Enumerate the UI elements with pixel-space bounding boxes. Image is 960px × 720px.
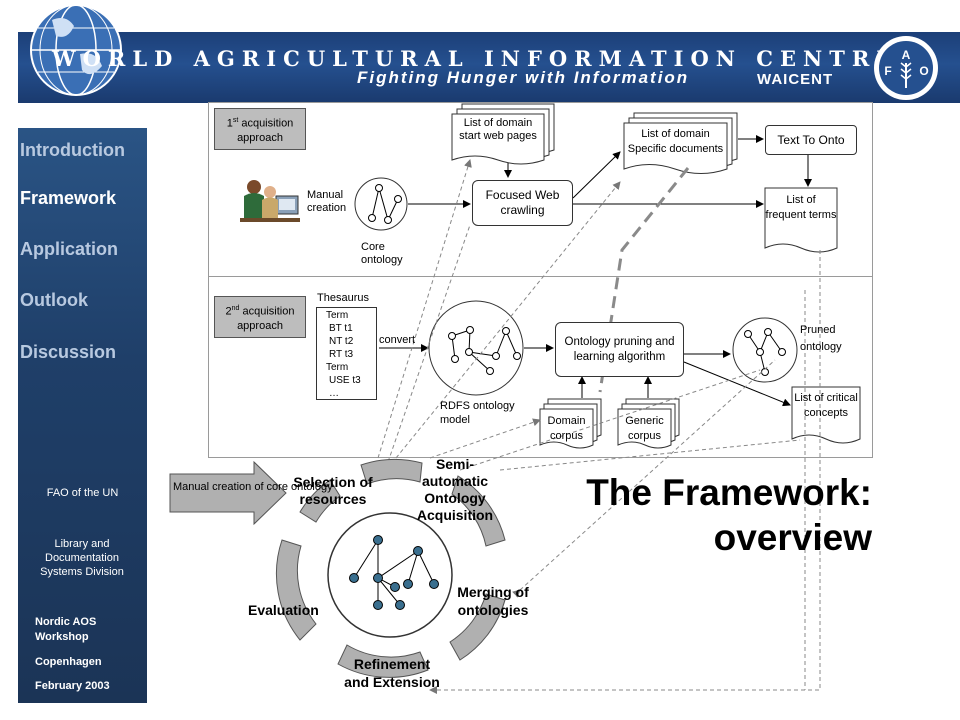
thesaurus-box: Term BT t1 NT t2 RT t3 Term USE t3 … bbox=[316, 307, 377, 400]
generic-corpus-doc bbox=[617, 398, 680, 449]
banner-band bbox=[18, 32, 960, 103]
approach-1-sup: st bbox=[232, 117, 239, 124]
start-pages-label: List of domain start web pages bbox=[459, 117, 537, 142]
rdfs-model-graph bbox=[428, 300, 524, 396]
panel-divider bbox=[208, 276, 873, 277]
sidebar-item-application[interactable]: Application bbox=[20, 239, 118, 259]
approach-1-num: 1 bbox=[226, 117, 233, 130]
sidebar-city: Copenhagen bbox=[35, 656, 102, 668]
waicent-logo: WAICENT bbox=[757, 71, 834, 88]
slide-title: The Framework: overview bbox=[586, 470, 872, 560]
start-pages-doc bbox=[451, 103, 555, 165]
domain-corpus-label: Domain corpus bbox=[547, 415, 586, 442]
approach-2-box: 2nd acquisition approach bbox=[214, 296, 306, 338]
core-ontology-label: Core ontology bbox=[361, 241, 403, 266]
manual-creation-core-label: Manual creation of core ontology bbox=[173, 481, 333, 493]
focused-crawling-box: Focused Web crawling bbox=[472, 180, 573, 226]
thesaurus-line: Term bbox=[326, 362, 349, 373]
domain-corpus-doc bbox=[539, 398, 602, 449]
sidebar-item-introduction[interactable]: Introduction bbox=[20, 140, 125, 160]
svg-text:A: A bbox=[902, 48, 911, 62]
banner-subtitle: Fighting Hunger with Information bbox=[357, 68, 690, 87]
thesaurus-line: BT t1 bbox=[329, 323, 353, 334]
approach-2-num: 2 bbox=[225, 305, 232, 318]
thesaurus-line: … bbox=[329, 388, 339, 399]
pruned-ontology-graph bbox=[732, 317, 798, 383]
banner-title: WORLD AGRICULTURAL INFORMATION CENTRE bbox=[52, 46, 900, 71]
frequent-terms-label: List of frequent terms bbox=[765, 194, 837, 221]
svg-text:O: O bbox=[919, 64, 928, 78]
sidebar-division: Library and Documentation Systems Divisi… bbox=[40, 538, 124, 578]
slide-title-line2: overview bbox=[713, 517, 872, 558]
thesaurus-line: Term bbox=[326, 310, 349, 321]
cycle-evaluation-label: Evaluation bbox=[248, 602, 319, 618]
sidebar-item-outlook[interactable]: Outlook bbox=[20, 290, 88, 310]
manual-creation-arrow bbox=[169, 460, 287, 526]
domain-docs-doc bbox=[623, 112, 738, 174]
sidebar-date: February 2003 bbox=[35, 680, 110, 692]
cycle-refinement-label: Refinement and Extension bbox=[344, 656, 440, 690]
globe-logo-icon bbox=[30, 4, 122, 96]
domain-docs-label: List of domain Specific documents bbox=[627, 128, 724, 155]
thesaurus-line: RT t3 bbox=[329, 349, 354, 360]
thesaurus-label: Thesaurus bbox=[317, 292, 369, 304]
sidebar-item-framework[interactable]: Framework bbox=[20, 188, 117, 208]
rdfs-model-label: RDFS ontology model bbox=[440, 400, 515, 426]
text-to-onto-box: Text To Onto bbox=[765, 125, 857, 155]
approach-1-text: acquisition approach bbox=[237, 117, 294, 144]
sidebar bbox=[18, 128, 147, 703]
convert-label: convert bbox=[379, 334, 416, 346]
critical-concepts-doc bbox=[791, 386, 861, 444]
core-ontology-graph bbox=[354, 177, 408, 231]
cycle-semi-automatic-label: Semi- automatic Ontology Acquisition bbox=[416, 456, 494, 523]
sidebar-item-discussion[interactable]: Discussion bbox=[20, 342, 117, 362]
generic-corpus-label: Generic corpus bbox=[625, 415, 664, 442]
critical-concepts-label: List of critical concepts bbox=[794, 392, 858, 419]
frequent-terms-doc bbox=[764, 187, 838, 253]
thesaurus-line: USE t3 bbox=[329, 375, 361, 386]
sidebar-org: FAO of the UN bbox=[46, 487, 119, 499]
manual-creation-label: Manual creation bbox=[307, 189, 347, 214]
cycle-merging-label: Merging of ontologies bbox=[457, 584, 529, 618]
approach-1-box: 1st acquisition approach bbox=[214, 108, 306, 150]
lifecycle-ring bbox=[275, 458, 506, 678]
approach-2-sup: nd bbox=[231, 305, 240, 312]
cycle-selection-label: Selection of resources bbox=[293, 474, 373, 507]
thesaurus-line: NT t2 bbox=[329, 336, 354, 347]
slide-title-line1: The Framework: bbox=[586, 472, 872, 513]
pruned-ontology-label: Pruned ontology bbox=[800, 324, 842, 353]
sidebar-event: Nordic AOS Workshop bbox=[35, 616, 97, 643]
svg-text:F: F bbox=[884, 64, 891, 78]
people-at-computer-icon bbox=[240, 180, 300, 222]
header-banner: WORLD AGRICULTURAL INFORMATION CENTRE Fi… bbox=[0, 0, 960, 103]
pruning-algorithm-box: Ontology pruning and learning algorithm bbox=[555, 322, 684, 377]
approach-2-text: acquisition approach bbox=[237, 305, 295, 332]
fao-logo-icon: A F O bbox=[874, 36, 938, 100]
